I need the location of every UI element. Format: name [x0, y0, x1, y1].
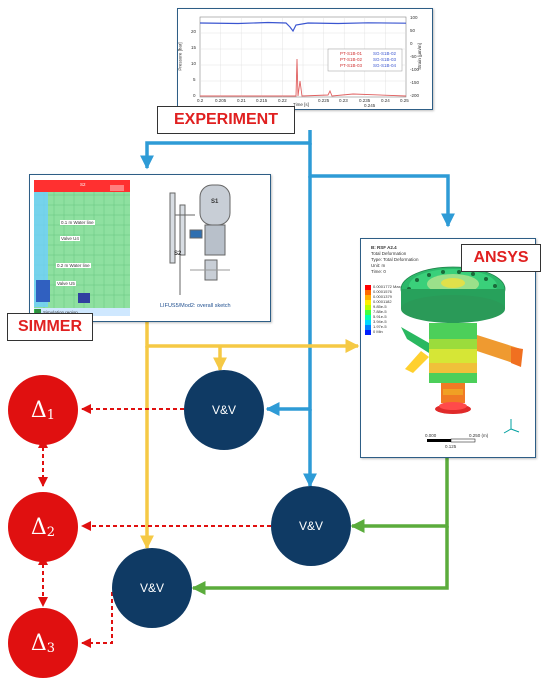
y-tick-right-3: 0 [410, 41, 413, 46]
arrow-exp-to-ansys [308, 143, 455, 228]
y-tick-right-7: -200 [410, 93, 420, 98]
x-tick-7: 0.23 [339, 98, 348, 103]
simmer-layer-label-1: 0.1 m Water line [60, 220, 95, 225]
x-tick-4: 0.215 [256, 98, 268, 103]
legend-item-5: SG-S1B-03 [373, 57, 397, 62]
ansys-figure [365, 266, 523, 443]
y-tick-left-2: 5 [193, 77, 196, 82]
ansys-label: ANSYS [461, 244, 541, 272]
ansys-legend-1: 0.0001772 Max [373, 284, 401, 289]
arrow-exp-to-simmer [140, 130, 312, 170]
arrow-vv3-to-delta3 [81, 592, 113, 648]
pressure-series [200, 58, 407, 97]
vv-node-2: V&V [271, 486, 351, 566]
x-tick-5: 0.22 [278, 98, 287, 103]
arrow-ansys-to-vv3 [191, 526, 449, 595]
x-tick-6: 0.225 [318, 98, 330, 103]
ansys-legend-6: 7.88e-5 [373, 309, 387, 314]
y-tick-left-5: 20 [191, 29, 197, 34]
simmer-cover-label: S2 [80, 182, 86, 187]
ansys-legend-8: 3.94e-5 [373, 319, 387, 324]
ansys-legend-7: 5.91e-5 [373, 314, 387, 319]
vv-node-3: V&V [112, 548, 192, 628]
y-tick-left-1: 0 [193, 93, 196, 98]
legend-item-4: SG-S1B-02 [373, 51, 397, 56]
experiment-chart [199, 16, 407, 98]
delta-index-2: 2 [46, 524, 56, 540]
x-axis-label: Time [s] [293, 102, 309, 107]
ansys-figure-panel: B: RSF A2.4 Total Deformation Type: Tota… [360, 238, 536, 458]
ansys-title-line-2: Total Deformation [371, 251, 407, 256]
x-tick-10: 0.245 [364, 103, 376, 108]
red-dashed-arrows [38, 404, 271, 648]
yellow-arrows [140, 320, 360, 550]
y-axis-right-label: Strain [µm/m] [416, 43, 422, 70]
simmer-label: SIMMER [7, 313, 93, 341]
arrow-exp-to-vv1 [265, 176, 312, 416]
x-tick-8: 0.235 [359, 98, 371, 103]
blue-arrows [140, 130, 455, 488]
simmer-layer-label-4: Valve U5 [56, 281, 76, 286]
experiment-chart-panel: PT-S1B-01 PT-S1B-02 PT-S1B-03 SG-S1B-02 … [177, 8, 433, 110]
ansys-legend-5: 9.85e-5 [373, 304, 387, 309]
legend-item-2: PT-S1B-02 [340, 57, 363, 62]
x-tick-2: 0.205 [215, 98, 227, 103]
ansys-legend-9: 1.97e-5 [373, 324, 387, 329]
simmer-figure-panel: S2 0.1 m Water line Valve U4 0.2 m Water… [29, 174, 271, 322]
lifus-sketch [169, 184, 231, 295]
arrow-ansys-to-vv2 [350, 457, 449, 533]
ansys-colorbar [365, 285, 371, 335]
ansys-title-line-4: Unit: m [371, 263, 386, 268]
y-axis-left-label: Pressure [bar] [177, 42, 183, 71]
legend-item-1: PT-S1B-01 [340, 51, 363, 56]
green-arrows [191, 457, 449, 595]
x-tick-1: 0.2 [197, 98, 204, 103]
x-tick-11: 0.25 [400, 98, 409, 103]
simmer-legend-note: Simulation region [43, 310, 78, 315]
ansys-title-line-1: B: RSF A2.4 [371, 245, 397, 250]
sketch-label-s1: S1 [211, 199, 219, 205]
legend-item-6: SG-S1B-04 [373, 63, 397, 68]
ansys-scale-left: 0.000 [425, 433, 437, 438]
ansys-legend-2: 0.0001576 [373, 289, 392, 294]
ansys-legend-10: 0 Min [373, 329, 383, 334]
legend-item-3: PT-S1B-03 [340, 63, 363, 68]
sketch-label-s2: S2 [174, 251, 182, 257]
simmer-layer-label-3: 0.2 m Water line [56, 263, 91, 268]
y-tick-right-4: -50 [410, 54, 417, 59]
y-tick-right-2: 50 [410, 28, 416, 33]
x-tick-3: 0.21 [237, 98, 246, 103]
strain-series [199, 21, 407, 33]
vv-node-1: V&V [184, 370, 264, 450]
delta-index-3: 3 [46, 640, 56, 656]
ansys-scale-mid: 0.125 [445, 444, 457, 449]
ansys-title-line-5: Time: 0 [371, 269, 386, 274]
delta-symbol-2: Δ [30, 514, 47, 540]
y-tick-right-6: -150 [410, 80, 420, 85]
simmer-layer-label-2: Valve U4 [60, 236, 80, 241]
ansys-title-line-3: Type: Total Deformation [371, 257, 419, 262]
ansys-scale-right: 0.250 (m) [469, 433, 489, 438]
y-tick-right-1: 100 [410, 15, 418, 20]
y-tick-left-4: 15 [191, 45, 197, 50]
y-tick-right-5: -100 [410, 67, 420, 72]
y-tick-left-3: 10 [191, 61, 197, 66]
experiment-label: EXPERIMENT [157, 106, 295, 134]
arrow-simmer-to-ansys [145, 320, 360, 353]
sketch-caption: LIFUS5/Mod2: overall sketch [160, 303, 231, 309]
simmer-figure [34, 180, 231, 316]
x-tick-9: 0.24 [381, 98, 390, 103]
delta-symbol-1: Δ [30, 397, 47, 423]
delta-index-1: 1 [46, 407, 56, 423]
ansys-legend-4: 0.0001182 [373, 299, 392, 304]
ansys-legend-3: 0.0001379 [373, 294, 392, 299]
delta-symbol-3: Δ [30, 630, 47, 656]
